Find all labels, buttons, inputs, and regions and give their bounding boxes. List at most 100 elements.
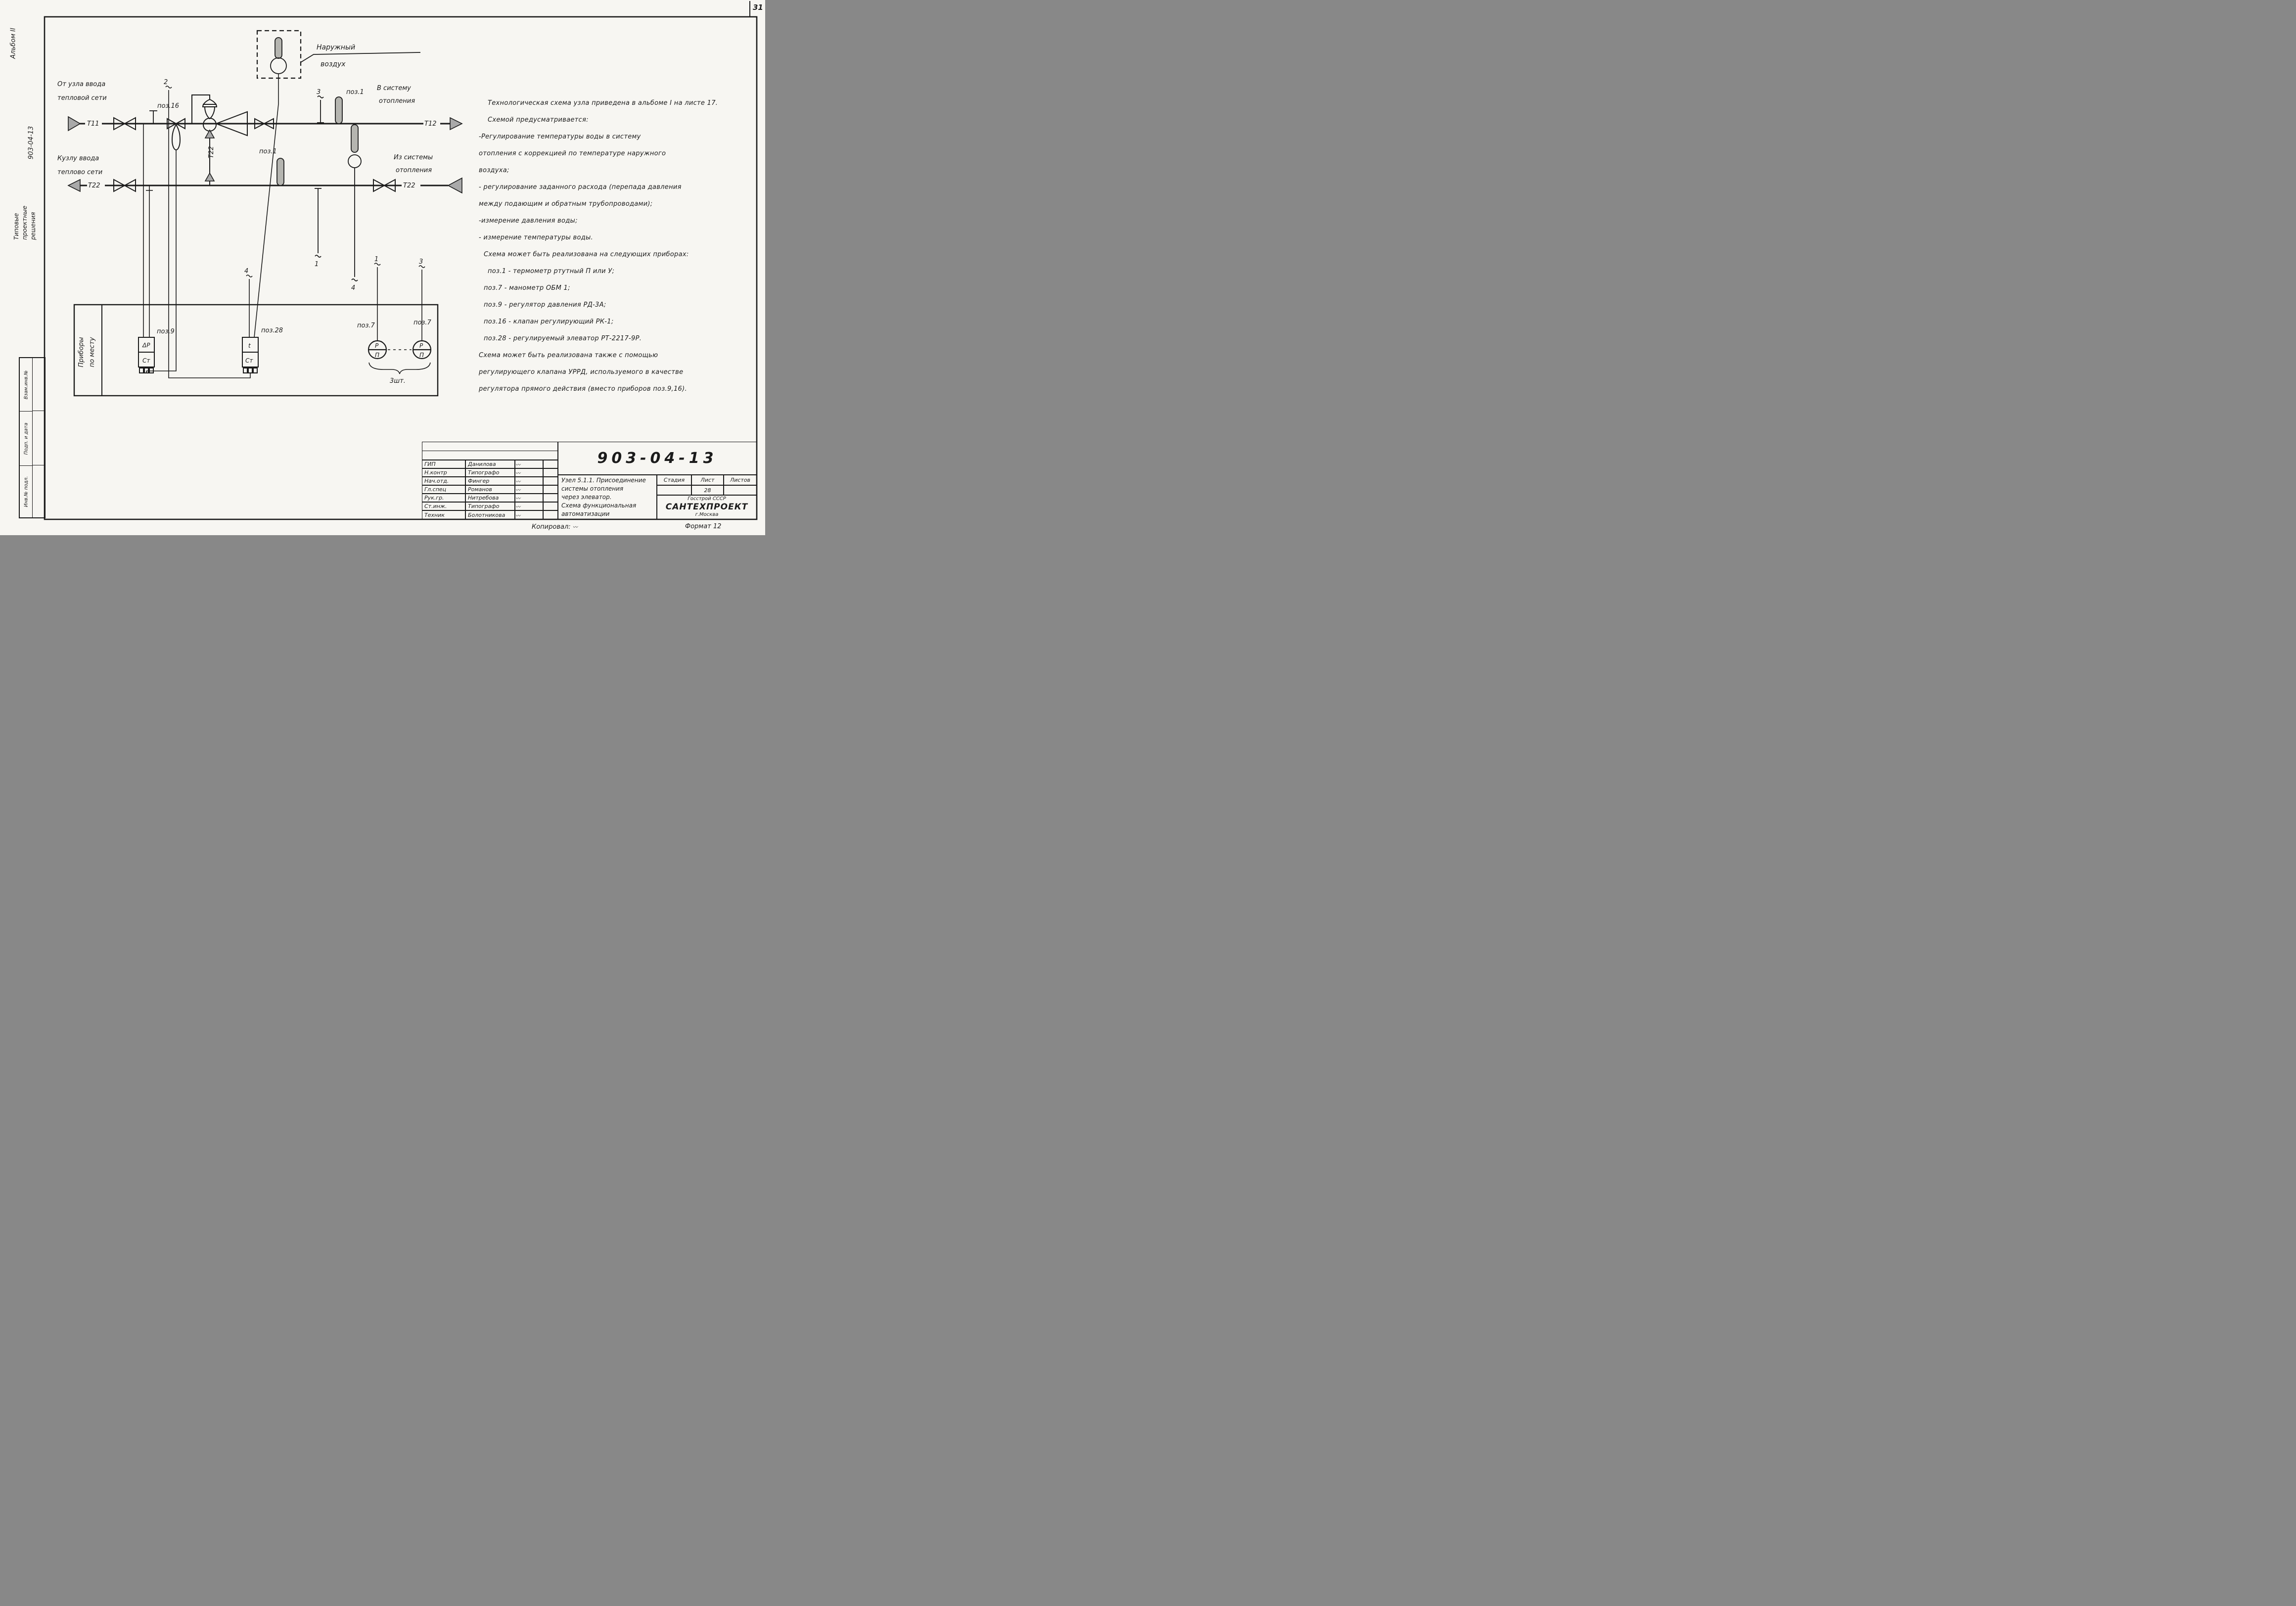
outdoor-air-sensor <box>254 30 421 338</box>
label-t22-right: Т22 <box>403 182 415 189</box>
tb-name-2: Фингер <box>465 477 515 485</box>
label-qty: 3шт. <box>390 377 406 385</box>
drawing-sheet: Т11 Т12 Т22 Т22 Т22 поз.16 поз.1 поз.1 п… <box>0 0 765 535</box>
title-line-2: системы отопления <box>561 485 624 492</box>
document-number: 903-04-13 <box>558 442 757 475</box>
pressure-tap-1-icon <box>315 188 321 258</box>
tb-role-2: Нач.отд. <box>422 477 465 485</box>
note-line: Схемой предусматривается: <box>488 116 589 124</box>
title-line-4: Схема функциональная <box>561 502 637 509</box>
label-to-system-1: В систему <box>377 85 411 92</box>
return-inlet-flange-icon <box>447 177 462 194</box>
label-t11: Т11 <box>87 120 99 128</box>
outdoor-label-leader <box>300 52 421 63</box>
note-line: между подающим и обратным трубопроводами… <box>479 200 653 208</box>
series-line3: решения <box>30 212 37 240</box>
wire-3-box: 3 <box>419 258 423 266</box>
label-pos1-return: поз.1 <box>259 148 277 155</box>
wire-1-tap: 1 <box>315 261 319 268</box>
note-line: -Регулирование температуры воды в систем… <box>479 133 641 140</box>
elevator-suction-line <box>204 129 215 185</box>
tb-sign-2: 〰 <box>515 477 543 485</box>
org-line-1: Госстрой СССР <box>688 496 726 502</box>
tb-date-1 <box>543 468 558 477</box>
note-line: регулирующего клапана УРРД, используемог… <box>479 368 684 376</box>
label-pos1-supply: поз.1 <box>346 89 364 96</box>
label-pos16: поз.16 <box>157 102 179 110</box>
return-pipe <box>67 129 462 258</box>
tb-date-0 <box>543 460 558 468</box>
title-block: ГИП Данилова 〰 Н.контр Типографо 〰 Нач.о… <box>422 442 757 519</box>
sheet-frame <box>44 16 758 520</box>
label-pos7-b: поз.7 <box>413 319 431 326</box>
pos28-cell-t: t <box>248 342 251 349</box>
margin-stamp-table: Взам.инв.№ Подп. и дата Инв.№ подл. <box>19 357 46 518</box>
tb-date-3 <box>543 485 558 494</box>
device-pos9 <box>138 337 155 373</box>
label-from-system-1: Из системы <box>394 154 433 161</box>
outdoor-sensor-bulb-icon <box>275 37 282 59</box>
supply-inlet-flange-icon <box>68 116 81 132</box>
label-to-node-1: Кузлу ввода <box>57 155 99 162</box>
note-line: поз.7 - манометр ОБМ 1; <box>484 284 570 292</box>
gauge-b-bot: П <box>419 352 424 359</box>
return-outlet-flange-icon <box>67 179 81 192</box>
supply-outlet-arrow-icon <box>450 117 463 131</box>
label-outdoor-1: Наружный <box>317 44 355 51</box>
sheets-header: Листов <box>724 475 757 485</box>
page-number: 31 <box>753 3 763 12</box>
wire-3-top: 3 <box>317 89 321 96</box>
tb-role-5: Ст.инж. <box>422 502 465 510</box>
organization-cell: Госстрой СССР САНТЕХПРОЕКТ г.Москва <box>657 495 757 519</box>
tb-date-6 <box>543 510 558 519</box>
gauge-riser-3 <box>418 265 425 341</box>
note-line: поз.1 - термометр ртутный П или У; <box>488 268 615 275</box>
copied-by: Копировал: 〰 <box>532 523 578 531</box>
pos9-cell-st: Ст <box>142 357 150 364</box>
drawing-title: Узел 5.1.1. Присоединение системы отопле… <box>558 475 657 519</box>
tb-name-1: Типографо <box>465 468 515 477</box>
note-line: - измерение температуры воды. <box>479 234 594 241</box>
t22l-bg <box>87 181 105 189</box>
gauge-a-bot: П <box>375 352 379 359</box>
label-instruments-2: по месту <box>89 337 96 367</box>
tb-name-5: Типографо <box>465 502 515 510</box>
schematic-canvas: Т11 Т12 Т22 Т22 Т22 поз.16 поз.1 поз.1 п… <box>44 1 758 520</box>
sheet-value: 28 <box>691 485 724 495</box>
stamp-cell-3-label: Инв.№ подл. <box>23 476 29 507</box>
t12-bg <box>423 119 440 127</box>
supply-gate-valve-icon <box>113 117 136 131</box>
tb-sign-1: 〰 <box>515 468 543 477</box>
gauge-a-top: Р <box>375 342 379 349</box>
label-instruments-1: Приборы <box>78 337 85 367</box>
note-line: - регулирование заданного расхода (переп… <box>479 184 682 191</box>
tb-sign-5: 〰 <box>515 502 543 510</box>
temp-sensor-4-icon <box>348 124 362 281</box>
t22r-bg <box>402 181 420 189</box>
series-line1: Типовые <box>13 213 20 240</box>
tb-role-4: Рук.гр. <box>422 494 465 502</box>
return-gate-valve-icon <box>113 179 136 192</box>
tb-name-4: Нитребова <box>465 494 515 502</box>
outdoor-sensor-box-icon <box>256 30 302 79</box>
wire-1-box: 1 <box>374 256 378 263</box>
wire-4-box: 4 <box>244 268 248 275</box>
note-line: Схема может быть реализована также с пом… <box>479 352 658 359</box>
note-line: отопления с коррекцией по температуре на… <box>479 150 666 157</box>
tb-sign-0: 〰 <box>515 460 543 468</box>
stamp-cell-2-label: Подп. и дата <box>23 422 29 455</box>
note-line: Схема может быть реализована на следующи… <box>484 251 689 258</box>
copied-label: Копировал: <box>532 523 571 531</box>
note-line: поз.28 - регулируемый элеватор РТ-2217-9… <box>484 335 642 342</box>
album-label: Альбом II <box>9 28 17 59</box>
pressure-tap-3-icon <box>317 95 324 123</box>
tb-name-0: Данилова <box>465 460 515 468</box>
wire-2-line <box>165 86 251 378</box>
t11-bg <box>85 119 102 127</box>
title-line-5: автоматизации <box>561 510 610 517</box>
device-pos28 <box>242 337 259 373</box>
stamp-cell-3: Инв.№ подл. <box>20 466 33 517</box>
format-note: Формат 12 <box>685 523 722 530</box>
tb-sign-6: 〰 <box>515 510 543 519</box>
tb-date-2 <box>543 477 558 485</box>
